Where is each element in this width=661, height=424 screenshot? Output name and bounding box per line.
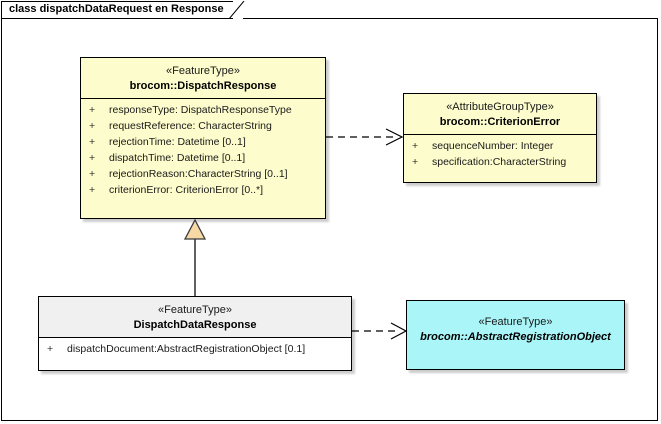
class-name: DispatchDataResponse [133, 318, 257, 331]
class-stereotype: «FeatureType» [166, 65, 240, 77]
diagram-title: class dispatchDataRequest en Response [9, 3, 224, 15]
class-stereotype: «FeatureType» [158, 304, 232, 316]
attribute-row: + rejectionTime: Datetime [0..1] [81, 134, 325, 150]
class-box-dispatch-response[interactable]: «FeatureType» brocom::DispatchResponse +… [80, 57, 326, 219]
attribute-text: sequenceNumber: Integer [432, 140, 554, 153]
attribute-visibility: + [412, 140, 419, 153]
diagram-title-tab-fold-icon [228, 1, 248, 19]
attribute-visibility: + [89, 168, 96, 181]
class-header-dispatch-data-response: «FeatureType» DispatchDataResponse [39, 297, 351, 338]
connector-dependency-dispatchresponse-criterionerror[interactable] [326, 126, 406, 148]
attribute-row: + dispatchDocument:AbstractRegistrationO… [39, 341, 351, 357]
attribute-row: + sequenceNumber: Integer [404, 138, 596, 154]
attribute-text: requestReference: CharacterString [109, 120, 272, 133]
attribute-text: dispatchTime: Datetime [0..1] [109, 152, 246, 165]
connector-generalization-dispatchdataresponse-dispatchresponse[interactable] [180, 218, 210, 298]
class-box-dispatch-data-response[interactable]: «FeatureType» DispatchDataResponse + dis… [38, 296, 352, 371]
class-stereotype: «FeatureType» [478, 316, 553, 328]
attribute-row: + rejectionReason:CharacterString [0..1] [81, 166, 325, 182]
attribute-row: + requestReference: CharacterString [81, 118, 325, 134]
class-name: brocom::AbstractRegistrationObject [420, 330, 611, 343]
diagram-title-tab [1, 1, 233, 19]
attribute-text: dispatchDocument:AbstractRegistrationObj… [67, 343, 306, 356]
attribute-text: rejectionReason:CharacterString [0..1] [109, 168, 288, 181]
class-name: brocom::CriterionError [439, 115, 561, 128]
attribute-visibility: + [89, 136, 96, 149]
attribute-visibility: + [412, 156, 419, 169]
class-separator [404, 134, 596, 136]
attribute-text: rejectionTime: Datetime [0..1] [109, 136, 246, 149]
attribute-row: + dispatchTime: Datetime [0..1] [81, 150, 325, 166]
class-box-criterion-error[interactable]: «AttributeGroupType» brocom::CriterionEr… [403, 93, 597, 183]
attribute-text: specification:CharacterString [432, 156, 567, 169]
class-header-criterion-error: «AttributeGroupType» brocom::CriterionEr… [404, 94, 596, 134]
attribute-visibility: + [47, 343, 54, 356]
diagram-frame [1, 18, 658, 421]
class-attributes-criterion-error: + sequenceNumber: Integer + specificatio… [404, 135, 596, 174]
attribute-row: + criterionError: CriterionError [0..*] [81, 182, 325, 198]
diagram-frame-top-edge [243, 18, 658, 19]
class-box-abstract-registration-object[interactable]: «FeatureType» brocom::AbstractRegistrati… [406, 300, 625, 370]
attribute-text: responseType: DispatchResponseType [109, 104, 292, 117]
class-stereotype: «AttributeGroupType» [446, 101, 554, 113]
class-separator [39, 337, 351, 339]
attribute-visibility: + [89, 184, 96, 197]
class-header-abstract-registration-object: «FeatureType» brocom::AbstractRegistrati… [407, 301, 624, 349]
connector-dependency-dispatchdataresponse-abstractregistrationobject[interactable] [352, 320, 410, 342]
class-header-dispatch-response: «FeatureType» brocom::DispatchResponse [81, 58, 325, 98]
attribute-text: criterionError: CriterionError [0..*] [109, 184, 264, 197]
class-separator [81, 98, 325, 100]
diagram-title-tab-underline [1, 18, 233, 19]
class-name: brocom::DispatchResponse [129, 79, 277, 92]
class-attributes-dispatch-response: + responseType: DispatchResponseType + r… [81, 99, 325, 202]
class-attributes-dispatch-data-response: + dispatchDocument:AbstractRegistrationO… [39, 338, 351, 360]
attribute-visibility: + [89, 104, 96, 117]
attribute-visibility: + [89, 152, 96, 165]
attribute-row: + responseType: DispatchResponseType [81, 102, 325, 118]
attribute-row: + specification:CharacterString [404, 154, 596, 170]
attribute-visibility: + [89, 120, 96, 133]
